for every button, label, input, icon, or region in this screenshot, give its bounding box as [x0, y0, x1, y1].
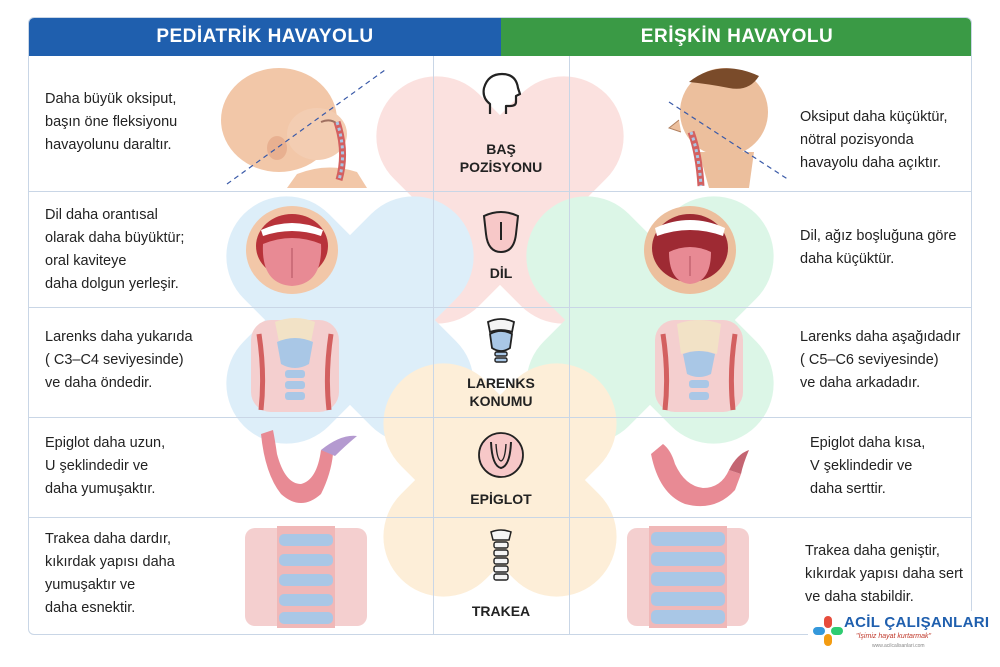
pediatric-header: PEDİATRİK HAVAYOLU: [29, 18, 501, 56]
column-divider: [569, 56, 570, 634]
brand-logo: ACİL ÇALIŞANLARI "İşimiz hayat kurtarmak…: [808, 611, 989, 655]
adult-description: Epiglot daha kısa, V şeklindedir ve daha…: [810, 435, 926, 497]
row-label-trachea: TRAKEA: [471, 603, 531, 619]
pediatric-description: Larenks daha yukarıda ( C3–C4 seviyesind…: [45, 329, 193, 391]
adult-description: Dil, ağız boşluğuna göre daha küçüktür.: [800, 228, 957, 267]
tongue-icon: [482, 211, 520, 254]
row-label-head-position: BAŞ POZİSYONU: [459, 141, 543, 175]
table-row: Daha büyük oksiput, başın öne fleksiyonu…: [29, 56, 971, 192]
column-divider: [433, 56, 434, 634]
comparison-table: PEDİATRİK HAVAYOLU ERİŞKİN HAVAYOLU Daha…: [28, 17, 972, 635]
adult-description: Trakea daha geniştir, kıkırdak yapısı da…: [805, 543, 963, 605]
adult-description: Larenks daha aşağıdadır ( C5–C6 seviyesi…: [800, 329, 961, 391]
infant-larynx-illustration: [251, 318, 339, 412]
epiglottis-icon: [478, 432, 524, 478]
larynx-icon: [486, 318, 516, 363]
infant-head-illustration: [221, 68, 386, 188]
table-row: Trakea daha dardır, kıkırdak yapısı daha…: [29, 518, 971, 634]
brand-slogan: "İşimiz hayat kurtarmak": [856, 633, 931, 640]
adult-head-illustration: [667, 68, 790, 188]
table-row: Dil daha orantısal olarak daha büyüktür;…: [29, 192, 971, 308]
pediatric-description: Daha büyük oksiput, başın öne fleksiyonu…: [45, 91, 178, 153]
pediatric-description: Dil daha orantısal olarak daha büyüktür;…: [45, 207, 185, 292]
row-label-tongue: DİL: [489, 265, 513, 281]
adult-trachea-illustration: [627, 526, 749, 628]
head-profile-icon: [482, 72, 522, 114]
pediatric-description: Trakea daha dardır, kıkırdak yapısı daha…: [45, 531, 175, 616]
infant-trachea-illustration: [245, 526, 367, 628]
trachea-icon: [490, 529, 512, 581]
table-row: Larenks daha yukarıda ( C3–C4 seviyesind…: [29, 308, 971, 418]
pediatric-description: Epiglot daha uzun, U şeklindedir ve daha…: [45, 435, 166, 497]
adult-epiglottis-illustration: [651, 444, 749, 507]
adult-description: Oksiput daha küçüktür, nötral pozisyonda…: [800, 109, 948, 171]
brand-name: ACİL ÇALIŞANLARI: [844, 614, 990, 631]
infant-epiglottis-illustration: [261, 430, 357, 503]
brand-cross-icon: [813, 616, 843, 646]
brand-url: www.acilcalisanlari.com: [872, 643, 925, 649]
adult-header: ERİŞKİN HAVAYOLU: [501, 18, 971, 56]
table-row: Epiglot daha uzun, U şeklindedir ve daha…: [29, 418, 971, 518]
row-label-epiglottis: EPİGLOT: [470, 491, 532, 507]
row-label-larynx-position: LARENKS KONUMU: [467, 375, 535, 409]
adult-tongue-illustration: [644, 206, 736, 294]
adult-larynx-illustration: [655, 320, 743, 412]
infant-tongue-illustration: [246, 206, 338, 294]
